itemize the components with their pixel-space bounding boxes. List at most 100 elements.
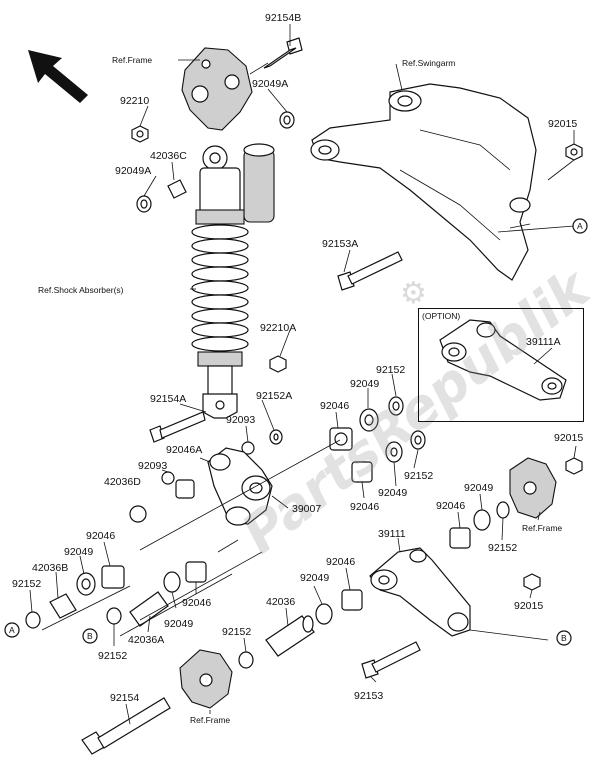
label-92046-e: 92046 [326,556,356,568]
label-92093-b: 92093 [138,460,168,472]
label-39111: 39111 [378,528,406,540]
callout-b-right: B [561,633,567,643]
label-92049-e: 92049 [300,572,330,584]
label-92093-a: 92093 [226,414,256,426]
label-ref-frame-bot: Ref.Frame [190,715,231,725]
label-92046-a: 92046 [320,400,350,412]
frame-bracket-top [181,47,253,131]
bolt-92154 [81,697,171,755]
collar-92152-c [496,501,510,519]
label-92152-a: 92152 [376,364,406,376]
label-92152A: 92152A [256,390,293,402]
label-92049A-top: 92049A [252,78,289,90]
spacer-42036 [265,615,315,657]
washer-92049-c [473,509,491,531]
label-39007: 39007 [292,503,322,515]
collar-92152-e [238,651,254,669]
label-92153: 92153 [354,690,384,702]
label-ref-swingarm: Ref.Swingarm [402,58,456,68]
label-42036B: 42036B [32,562,69,574]
label-42036C: 42036C [150,150,187,162]
callout-a-right: A [577,221,583,231]
frame-bracket-mid [509,457,557,519]
collar-92152-b [410,430,426,450]
option-box [418,308,584,422]
spacer-42036A [129,591,169,627]
nut-92210 [131,125,149,143]
label-92046A: 92046A [166,444,203,456]
label-92049A-left: 92049A [115,165,152,177]
callout-circles [4,218,588,646]
label-39111A: 39111A [526,336,561,348]
washer-92049A-left [136,195,152,213]
spacer-42036D [129,505,147,523]
collar-92152A [269,429,283,445]
label-92049-d: 92049 [64,546,94,558]
callout-a-left: A [9,625,15,635]
bolt-92153A [337,251,403,291]
label-92152-c: 92152 [488,542,518,554]
label-option: (OPTION) [422,311,461,321]
gear-icon: ⚙ [400,276,427,311]
link-39111 [369,547,471,637]
label-92210: 92210 [120,95,150,107]
bolt-92154A [149,411,206,443]
bearing-92046-c [449,527,471,549]
label-42036: 42036 [266,596,296,608]
nut-92015-bot [523,573,541,591]
label-92015-top: 92015 [548,118,578,130]
callout-b-left: B [87,631,93,641]
nut-92210A [269,355,287,373]
bearing-92046-a [329,427,353,451]
label-92152-f: 92152 [98,650,128,662]
washer-92049-e [76,572,96,596]
arrow-up-left-icon [28,50,88,103]
label-92152-e: 92152 [222,626,252,638]
bearing-92046-f [185,561,207,583]
label-92015-bot: 92015 [514,600,544,612]
label-42036A: 42036A [128,634,165,646]
label-92046-b: 92046 [350,501,380,513]
label-ref-shock-absorber: Ref.Shock Absorber(s) [38,285,124,295]
bearing-92046-d [341,589,363,611]
link-39111A [439,319,567,401]
washer-92049-d [315,603,333,625]
label-42036D: 42036D [104,476,141,488]
label-92049-a: 92049 [350,378,380,390]
collar-92152-f [106,607,122,625]
washer-92049-a [359,408,379,432]
label-92154A: 92154A [150,393,187,405]
swingarm [310,83,537,281]
label-92046-f: 92046 [182,597,212,609]
label-ref-frame-top: Ref.Frame [112,55,153,65]
washer-92049-b [385,441,403,463]
nut-92015-mid [565,457,583,475]
label-92046-d: 92046 [86,530,116,542]
bolt-92154B [249,37,303,75]
label-92152-d: 92152 [12,578,42,590]
label-92046-c: 92046 [436,500,466,512]
label-92049-c: 92049 [464,482,494,494]
bolt-92153 [361,641,421,679]
seal-92093-b [161,471,175,485]
washer-92049A-top [279,111,295,129]
nut-92015-top [565,143,583,161]
label-92210A: 92210A [260,322,297,334]
washer-92049-g [163,571,181,593]
shock-absorber [191,143,275,419]
label-92049-g: 92049 [164,618,194,630]
label-92154: 92154 [110,692,140,704]
label-ref-frame-mid: Ref.Frame [522,523,563,533]
leader-lines [29,24,577,725]
label-92154B: 92154B [265,12,302,24]
label-92152-b: 92152 [404,470,434,482]
collar-92152-d [25,611,41,629]
tie-rod-39007 [207,447,273,526]
bearing-92046-e [101,565,125,589]
collar-92152-a [388,396,404,416]
label-92049-b: 92049 [378,487,408,499]
label-92015-mid: 92015 [554,432,584,444]
spacer-42036C [167,179,187,199]
